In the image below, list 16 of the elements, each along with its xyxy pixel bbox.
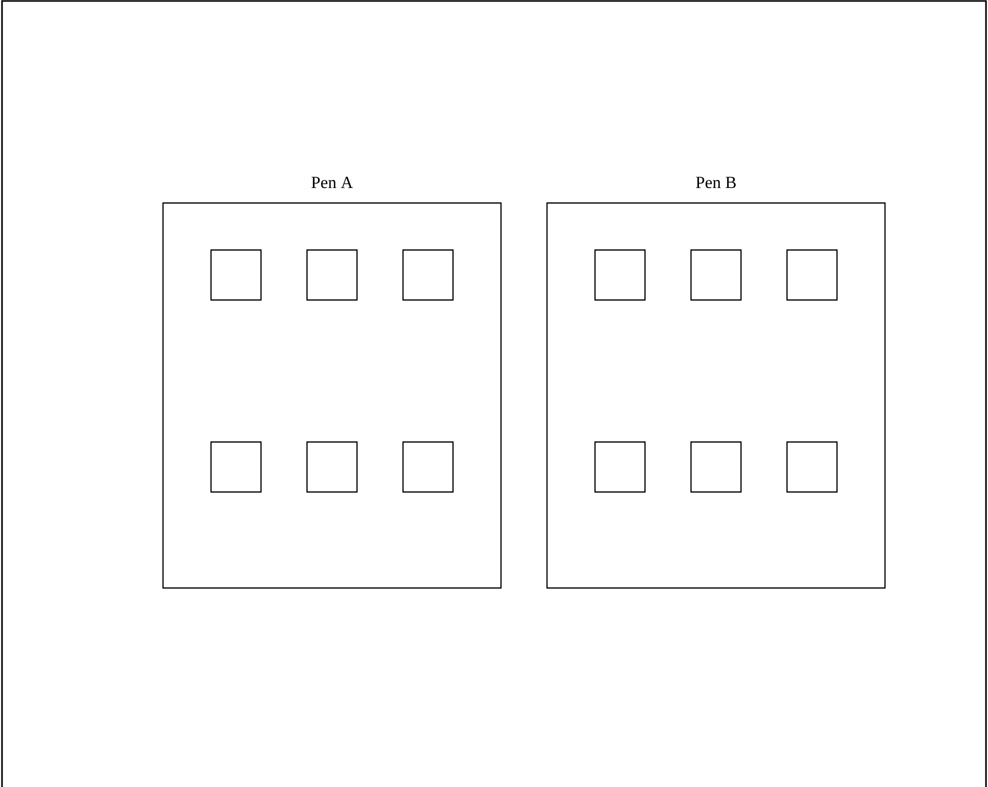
- small-box: [210, 441, 262, 493]
- node-label: Pen B: [696, 176, 736, 188]
- small-box: [786, 249, 838, 301]
- pen-box: Pen A: [162, 176, 502, 589]
- small-box: [786, 441, 838, 493]
- small-box: [402, 249, 454, 301]
- small-box: [306, 249, 358, 301]
- small-box: [594, 441, 646, 493]
- small-box: [306, 441, 358, 493]
- small-box: [594, 249, 646, 301]
- pen-box: Pen B: [546, 176, 886, 589]
- small-box: [690, 249, 742, 301]
- small-box: [402, 441, 454, 493]
- node-label: Pen A: [311, 176, 353, 188]
- small-box: [210, 249, 262, 301]
- small-box: [690, 441, 742, 493]
